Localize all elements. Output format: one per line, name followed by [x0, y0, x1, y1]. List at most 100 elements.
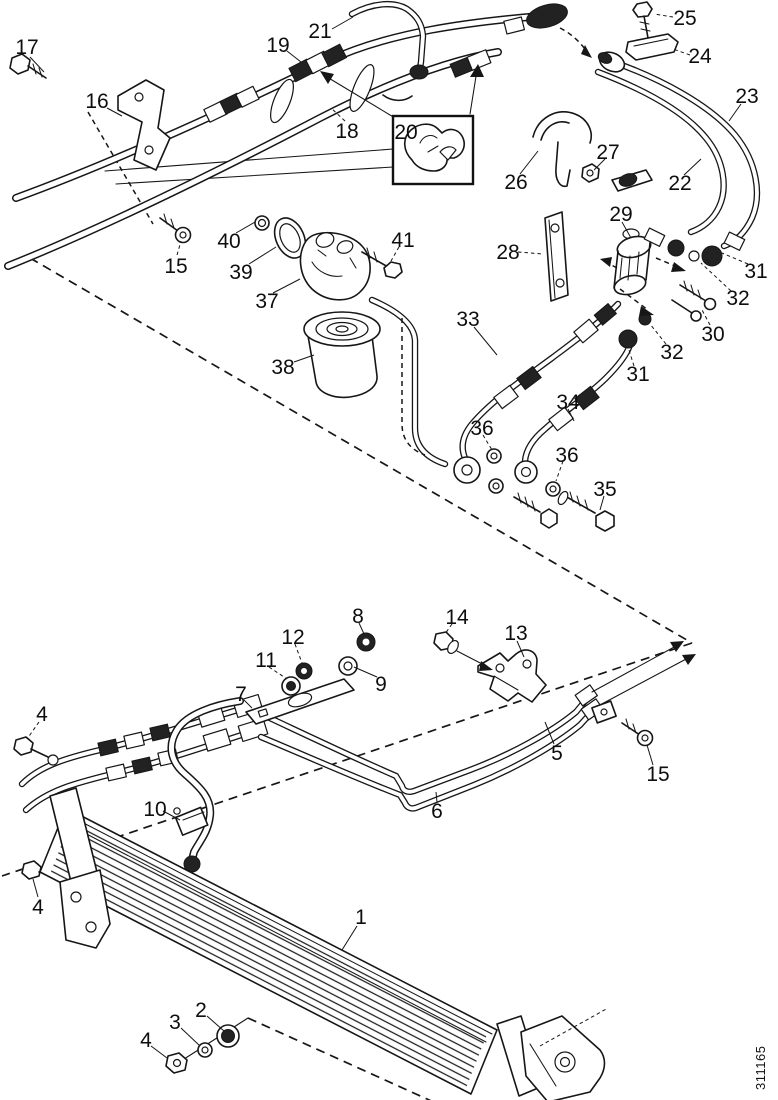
- union-fittings: [643, 227, 746, 267]
- upper-cooler-lines: [4, 0, 568, 270]
- cooler-bracket-right: [520, 1007, 609, 1100]
- callout-13: 13: [504, 622, 527, 645]
- callout-14: 14: [445, 606, 469, 629]
- oil-filter-38: [303, 311, 381, 399]
- bolt-14: [433, 631, 493, 671]
- callout-37: 37: [255, 290, 278, 313]
- arrowhead-icon: [581, 45, 592, 58]
- bolt-17: [9, 53, 47, 79]
- bolt-4-upper: [13, 736, 59, 766]
- arrowhead-icon: [639, 306, 654, 316]
- callout-22: 22: [668, 172, 691, 195]
- bracket-28: [544, 211, 569, 302]
- bolt-41: [361, 247, 403, 279]
- callout-17: 17: [15, 36, 38, 59]
- arrowhead-icon: [600, 257, 612, 267]
- hose-21-end: [409, 64, 429, 80]
- pipe-continuation-line: [597, 657, 689, 707]
- callout-6: 6: [431, 800, 443, 823]
- callout-36: 36: [555, 444, 578, 467]
- assembly-arrow: [619, 288, 649, 311]
- manifold-assembly: [544, 211, 746, 326]
- callout-8: 8: [352, 605, 364, 628]
- callout-labels: 17 16 15 19 21 18 20 26 27 25 24 23 22 2…: [15, 7, 767, 1052]
- feed-hoses: [453, 300, 638, 532]
- bolt-25: [632, 1, 653, 39]
- callout-31: 31: [626, 363, 649, 386]
- center-line-bottom: [247, 1017, 432, 1100]
- cooler-foot-left: [59, 869, 111, 949]
- callout-9: 9: [375, 673, 387, 696]
- bolt-axis-line: [180, 1017, 249, 1062]
- rubber-mount-22: [611, 169, 653, 192]
- callout-34: 34: [556, 391, 580, 414]
- nut-27: [581, 163, 600, 183]
- stud-30: [671, 280, 717, 322]
- fitting-31-upper: [701, 245, 723, 267]
- callout-40: 40: [217, 230, 240, 253]
- callout-2: 2: [195, 999, 207, 1022]
- callout-5: 5: [551, 742, 563, 765]
- callout-1: 1: [355, 906, 367, 929]
- hose-strap: [349, 64, 375, 112]
- callout-25: 25: [673, 7, 696, 30]
- callout-20: 20: [394, 121, 417, 144]
- callout-26: 26: [504, 171, 527, 194]
- bolt-4-lower: [165, 1052, 188, 1074]
- bracket-16: [117, 79, 171, 171]
- arrowhead-icon: [470, 64, 484, 77]
- bolt-15-lower: [621, 718, 654, 747]
- callout-30: 30: [701, 323, 724, 346]
- hose-end-guide: [559, 27, 589, 54]
- o-ring-32-upper: [688, 250, 700, 262]
- callout-4: 4: [36, 703, 48, 726]
- callout-7: 7: [235, 683, 247, 706]
- oil-cooler-1: [39, 787, 609, 1100]
- callout-32: 32: [726, 287, 749, 310]
- callout-15: 15: [646, 763, 669, 786]
- callout-35: 35: [593, 478, 616, 501]
- hose-ferrules: [203, 16, 526, 123]
- filter-housing-37: [299, 231, 371, 301]
- callout-29: 29: [609, 203, 632, 226]
- lower-cooler-assembly: [13, 631, 696, 880]
- arrowhead-icon: [682, 654, 696, 665]
- callout-19: 19: [266, 34, 289, 57]
- hose-end-fitting: [526, 3, 568, 29]
- callout-16: 16: [85, 90, 108, 113]
- callout-4: 4: [140, 1029, 152, 1052]
- callout-23: 23: [735, 85, 758, 108]
- pipe-5: [253, 696, 590, 795]
- bolt-15-upper: [159, 213, 192, 244]
- leader-lines: [26, 13, 749, 1059]
- clip-pointer-line: [115, 166, 394, 185]
- callout-27: 27: [596, 141, 619, 164]
- bracket-7: [245, 678, 355, 725]
- oil-filter-assembly: [254, 215, 449, 468]
- arrowhead-icon: [671, 262, 686, 272]
- inset-arrow-line: [469, 69, 478, 115]
- callout-11: 11: [255, 649, 277, 672]
- pipe-continuation-line: [591, 645, 677, 693]
- callout-28: 28: [496, 241, 519, 264]
- inset-arrow-line: [326, 76, 396, 119]
- retaining-clip-20: [403, 123, 465, 172]
- callout-21: 21: [308, 20, 331, 43]
- clamp-26: [532, 111, 592, 188]
- callout-24: 24: [688, 45, 712, 68]
- hose-elbow: [183, 855, 201, 873]
- callout-4: 4: [32, 896, 44, 919]
- clamp-10: [173, 806, 209, 836]
- inset-box-20: [320, 64, 484, 186]
- arrowhead-icon: [320, 71, 334, 84]
- callout-32: 32: [660, 341, 683, 364]
- center-line-upper: [29, 257, 693, 644]
- callout-15: 15: [164, 255, 187, 278]
- banjo-bolt-35: [513, 490, 615, 532]
- fitting-31-lower: [618, 329, 638, 349]
- arrowhead-icon: [670, 641, 684, 652]
- callout-36: 36: [470, 417, 493, 440]
- construction-lines: [1, 27, 693, 1100]
